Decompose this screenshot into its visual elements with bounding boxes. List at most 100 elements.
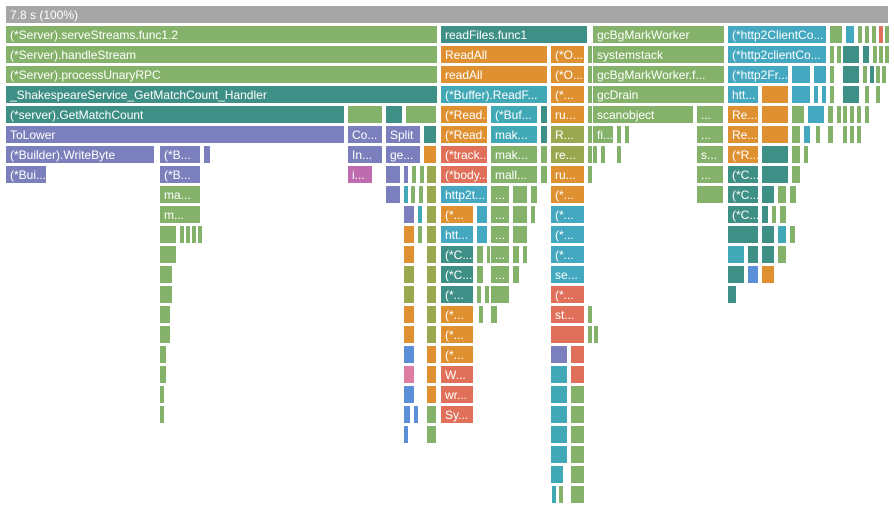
frame-conn-4[interactable]: (*... <box>550 245 585 264</box>
frame-misc[interactable] <box>777 185 787 204</box>
frame-misc[interactable] <box>403 185 409 204</box>
frame-Conn-1[interactable]: (*C... <box>727 165 759 184</box>
frame-makeslice-2[interactable]: mak... <box>490 145 538 164</box>
frame-runtime-3[interactable]: re... <box>550 145 585 164</box>
frame-Index[interactable]: In... <box>347 145 383 164</box>
frame-osfile-2[interactable]: (*O... <box>550 65 585 84</box>
frame-misc[interactable] <box>727 245 745 264</box>
frame-misc[interactable] <box>426 425 437 444</box>
frame-misc[interactable] <box>403 205 415 224</box>
frame-misc[interactable] <box>419 165 425 184</box>
frame-misc[interactable] <box>789 225 796 244</box>
frame-misc[interactable] <box>476 205 488 224</box>
frame-misc[interactable] <box>417 205 423 224</box>
frame-misc[interactable] <box>600 145 606 164</box>
frame-misc[interactable] <box>426 265 437 284</box>
frame-misc[interactable] <box>426 405 437 424</box>
frame-misc[interactable] <box>836 105 842 124</box>
frame-misc[interactable] <box>347 105 383 124</box>
frame-notewakeup[interactable] <box>550 325 585 344</box>
frame-misc[interactable] <box>191 225 197 244</box>
frame-misc[interactable] <box>426 385 437 404</box>
frame-misc[interactable] <box>385 165 401 184</box>
frame-misc[interactable] <box>761 105 789 124</box>
frame-Transport-2[interactable]: (*... <box>440 305 474 324</box>
frame-misc[interactable] <box>522 245 528 264</box>
frame-misc[interactable] <box>426 165 437 184</box>
frame-misc[interactable] <box>403 325 415 344</box>
frame-scanobject[interactable]: scanobject <box>592 105 694 124</box>
frame-misc[interactable] <box>550 445 568 464</box>
frame-misc[interactable] <box>815 125 821 144</box>
frame-ToLower[interactable]: ToLower <box>5 125 345 144</box>
frame-misc[interactable] <box>570 465 585 484</box>
frame-Write-1[interactable]: W... <box>440 365 474 384</box>
frame-write-2[interactable]: wr... <box>440 385 474 404</box>
frame-misc[interactable] <box>727 225 759 244</box>
frame-http2Framer[interactable]: (*http2Fr... <box>727 65 789 84</box>
frame-misc[interactable] <box>813 85 819 104</box>
frame-misc[interactable] <box>530 205 536 224</box>
frame-serveStreams[interactable]: (*Server).serveStreams.func1.2 <box>5 25 438 44</box>
frame-Buf-1[interactable]: (*Buf... <box>490 105 538 124</box>
frame-misc[interactable] <box>570 445 585 464</box>
frame-ellipsis-6[interactable]: ... <box>490 225 510 244</box>
frame-misc[interactable] <box>777 225 787 244</box>
frame-misc[interactable] <box>842 45 860 64</box>
frame-misc[interactable] <box>829 85 835 104</box>
frame-misc[interactable] <box>813 65 827 84</box>
frame-misc[interactable] <box>403 265 415 284</box>
frame-misc[interactable] <box>550 425 568 444</box>
frame-misc[interactable] <box>827 105 834 124</box>
frame-Read-2[interactable]: Re... <box>727 125 759 144</box>
frame-misc[interactable] <box>417 225 423 244</box>
frame-misc[interactable] <box>727 285 737 304</box>
frame-runtime-2[interactable]: R... <box>550 125 585 144</box>
frame-runtime-4[interactable]: ru... <box>550 165 585 184</box>
frame-Conn-2[interactable]: (*C... <box>727 185 759 204</box>
frame-misc[interactable] <box>862 65 868 84</box>
frame-misc[interactable] <box>403 225 415 244</box>
frame-misc[interactable] <box>761 205 769 224</box>
frame-misc[interactable] <box>403 245 415 264</box>
frame-misc[interactable] <box>512 225 528 244</box>
frame-trackingReader[interactable]: (*track... <box>440 145 488 164</box>
frame-misc[interactable] <box>872 45 878 64</box>
frame-misc[interactable] <box>761 245 775 264</box>
frame-WriteByte[interactable]: (*Builder).WriteByte <box>5 145 155 164</box>
frame-misc[interactable] <box>540 165 548 184</box>
frame-misc[interactable] <box>791 105 805 124</box>
frame-misc[interactable] <box>185 225 191 244</box>
frame-misc[interactable] <box>587 165 593 184</box>
frame-misc[interactable] <box>403 165 409 184</box>
frame-misc[interactable] <box>159 265 173 284</box>
frame-misc[interactable] <box>878 25 884 44</box>
frame-misc[interactable] <box>159 305 171 324</box>
frame-genSplit[interactable]: ge... <box>385 145 421 164</box>
frame-misc[interactable] <box>426 325 437 344</box>
frame-misc[interactable] <box>403 425 409 444</box>
frame-misc[interactable] <box>512 265 520 284</box>
frame-Builder-2[interactable]: (*Bui... <box>5 165 47 184</box>
frame-runtime-1[interactable]: ru... <box>550 105 585 124</box>
frame-ellipsis-8[interactable]: ... <box>490 265 510 284</box>
frame-misc[interactable] <box>403 345 415 364</box>
frame-misc[interactable] <box>864 85 870 104</box>
frame-ellipsis-2[interactable]: ... <box>696 125 724 144</box>
frame-misc[interactable] <box>587 325 593 344</box>
frame-misc[interactable] <box>159 405 165 424</box>
frame-misc[interactable] <box>540 145 548 164</box>
frame-misc[interactable] <box>829 65 835 84</box>
frame-misc[interactable] <box>624 125 630 144</box>
frame-misc[interactable] <box>593 325 599 344</box>
frame-misc[interactable] <box>426 345 437 364</box>
frame-misc[interactable] <box>842 105 848 124</box>
frame-misc[interactable] <box>827 125 834 144</box>
frame-misc[interactable] <box>771 205 777 224</box>
frame-misc[interactable] <box>864 25 870 44</box>
frame-misc[interactable] <box>403 405 411 424</box>
frame-misc[interactable] <box>570 485 585 504</box>
frame-misc[interactable] <box>159 365 167 384</box>
frame-misc[interactable] <box>418 185 424 204</box>
frame-misc[interactable] <box>807 105 825 124</box>
